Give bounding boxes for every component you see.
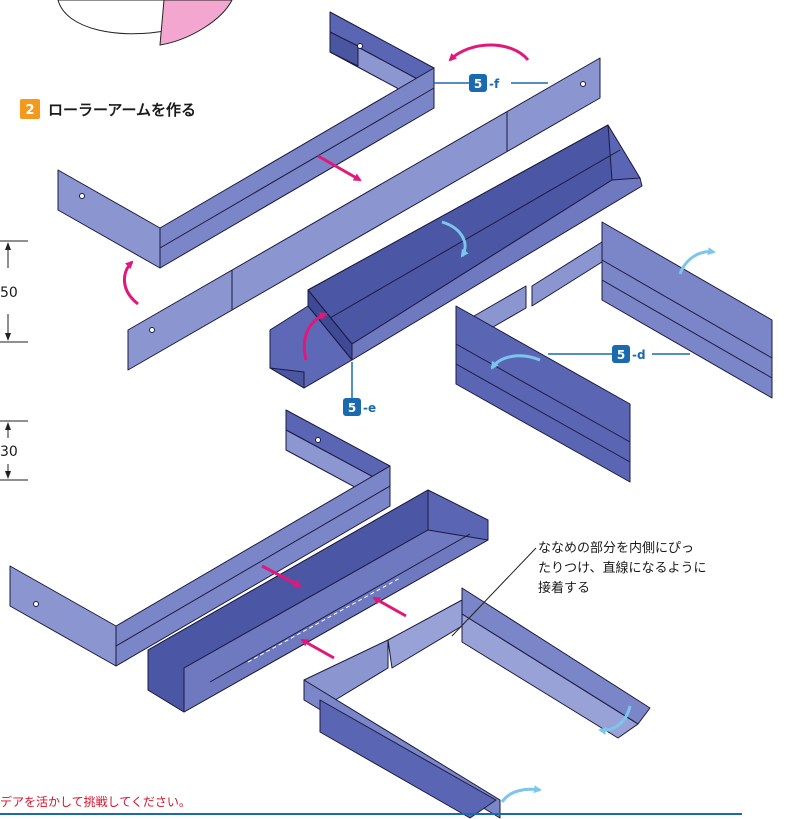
curved-arrow-icon [123, 260, 139, 306]
straight-arrow-icon [261, 564, 302, 588]
step-title: ローラーアームを作る [48, 101, 196, 119]
callout-5e-suffix: -e [363, 401, 376, 415]
callout-5f-number: 5 [474, 77, 482, 91]
wheel-fragment [57, 0, 233, 46]
callout-5e: 5 -e [343, 362, 376, 416]
callout-5f: 5 -f [434, 74, 548, 92]
callout-5d: 5 -d [548, 345, 690, 363]
curved-arrow-icon [302, 312, 328, 361]
straight-arrow-icon [317, 154, 362, 182]
note-line-2: たりつけ、直線になるように [538, 560, 706, 576]
callout-5f-suffix: -f [489, 77, 500, 91]
assembly-note: ななめの部分を内側にぴっ たりつけ、直線になるように 接着する [451, 540, 706, 637]
dimension-lower: 30 [0, 420, 28, 481]
arrows-light-blue [441, 220, 716, 803]
note-line-1: ななめの部分を内側にぴっ [538, 540, 694, 556]
straight-arrow-icon [300, 638, 335, 660]
dimension-upper: 50 [0, 240, 28, 343]
upper-angle-piece [455, 221, 773, 483]
curved-arrow-icon [490, 354, 541, 370]
step-number: 2 [25, 103, 34, 118]
curved-arrow-icon [598, 705, 632, 735]
callout-5e-number: 5 [348, 401, 356, 415]
callout-5d-suffix: -d [632, 348, 646, 362]
dimension-lower-label: 30 [0, 444, 18, 460]
lower-channel-piece [147, 489, 489, 713]
curved-arrow-icon [678, 247, 716, 275]
step-number-box [20, 99, 40, 119]
footer-text: デアを活かして挑戦してください。 [0, 794, 191, 809]
lower-frame-piece [303, 587, 651, 819]
curved-arrow-icon [500, 785, 542, 803]
note-line-3: 接着する [538, 580, 590, 596]
footer: デアを活かして挑戦してください。 [0, 794, 742, 815]
curved-arrow-icon [441, 220, 469, 258]
step-heading: 2 ローラーアームを作る [20, 99, 196, 119]
lower-arm-piece [9, 409, 391, 667]
long-strip-piece [127, 57, 601, 371]
upper-arm-piece [57, 11, 435, 269]
callout-5d-number: 5 [617, 348, 625, 362]
arrows-magenta [123, 43, 530, 660]
curved-arrow-icon [448, 43, 530, 62]
dimension-upper-label: 50 [0, 285, 18, 301]
straight-arrow-icon [372, 596, 407, 618]
